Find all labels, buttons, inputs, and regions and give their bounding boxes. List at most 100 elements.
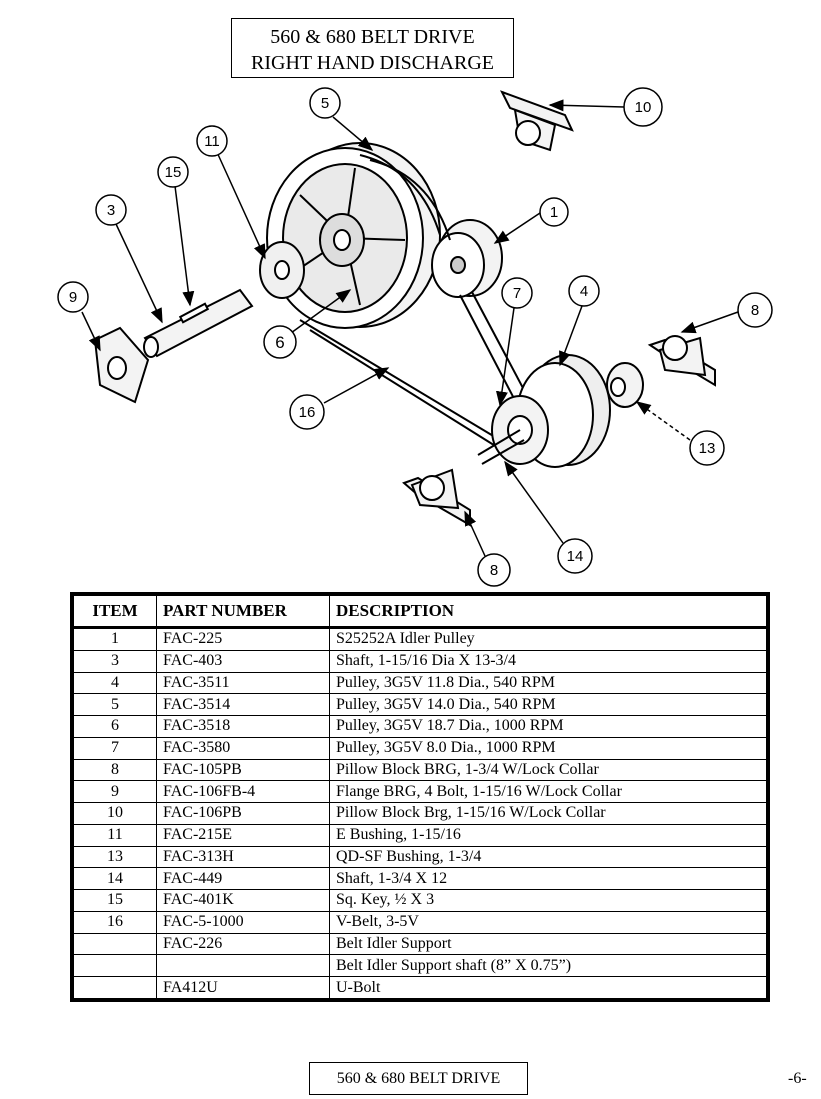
callout-3: 3: [95, 194, 127, 226]
cell-description: Flange BRG, 4 Bolt, 1-15/16 W/Lock Colla…: [329, 780, 767, 804]
cell-item: 11: [73, 823, 157, 847]
cell-item: [73, 976, 157, 999]
cell-item: [73, 954, 157, 978]
callout-label: 16: [299, 404, 316, 421]
flange-bearing-drawing: [93, 326, 150, 404]
cell-description: S25252A Idler Pulley: [329, 627, 767, 651]
cell-part-number: FAC-106PB: [156, 802, 330, 825]
cell-description: Shaft, 1-3/4 X 12: [329, 867, 767, 891]
cell-description: Pillow Block Brg, 1-15/16 W/Lock Collar: [329, 802, 767, 825]
cell-description: Pulley, 3G5V 18.7 Dia., 1000 RPM: [329, 715, 767, 738]
pillow-block-8b-drawing: [402, 468, 471, 527]
cell-description: QD-SF Bushing, 1-3/4: [329, 845, 767, 869]
cell-item: 7: [73, 736, 157, 760]
column-header-part-number: PART NUMBER: [156, 595, 330, 629]
cell-description: U-Bolt: [329, 976, 767, 999]
callout-4: 4: [568, 275, 600, 307]
cell-item: 6: [73, 715, 157, 738]
cell-description: Sq. Key, ½ X 3: [329, 889, 767, 912]
cell-item: 9: [73, 780, 157, 804]
cell-part-number: FAC-225: [156, 627, 330, 651]
cell-part-number: FAC-105PB: [156, 758, 330, 782]
callout-label: 1: [550, 204, 558, 221]
cell-item: 4: [73, 671, 157, 695]
cell-description: Pulley, 3G5V 14.0 Dia., 540 RPM: [329, 693, 767, 717]
callout-8a: 8: [737, 292, 773, 328]
column-header-description: DESCRIPTION: [329, 595, 767, 629]
callout-label: 6: [275, 333, 284, 352]
callout-label: 3: [107, 202, 115, 219]
v-belt-drawing: [299, 154, 533, 453]
cell-part-number: FAC-3514: [156, 693, 330, 717]
pillow-block-8a-drawing: [647, 335, 716, 387]
table-header-row: ITEM PART NUMBER DESCRIPTION: [73, 595, 767, 629]
cell-item: 10: [73, 802, 157, 825]
cell-item: 1: [73, 627, 157, 651]
idler-pulley-drawing: [431, 219, 503, 298]
callout-label: 14: [567, 548, 584, 565]
cell-part-number: FAC-3511: [156, 671, 330, 695]
callout-label: 15: [165, 164, 182, 181]
cell-description: V-Belt, 3-5V: [329, 910, 767, 934]
cell-part-number: FAC-449: [156, 867, 330, 891]
callout-label: 13: [699, 440, 716, 457]
callout-6: 6: [263, 325, 297, 359]
exploded-parts-diagram: 5 10 1 11 15 3 9 6 7 4 8 13 16 14 8: [57, 87, 773, 587]
shaft-drawing: [143, 288, 254, 358]
cell-item: 13: [73, 845, 157, 869]
callout-label: 4: [580, 283, 588, 300]
cell-part-number: FAC-3518: [156, 715, 330, 738]
large-pulley-drawing: [266, 142, 441, 329]
title-line-1: 560 & 680 BELT DRIVE: [270, 26, 475, 48]
callout-8b: 8: [477, 553, 511, 587]
callout-label: 8: [490, 562, 498, 579]
cell-description: Shaft, 1-15/16 Dia X 13-3/4: [329, 649, 767, 673]
cell-description: Belt Idler Support: [329, 932, 767, 956]
callout-label: 8: [751, 302, 759, 319]
callout-14: 14: [557, 538, 593, 574]
cell-part-number: FAC-215E: [156, 823, 330, 847]
callout-15: 15: [157, 156, 189, 188]
cell-item: 3: [73, 649, 157, 673]
callout-7: 7: [501, 277, 533, 309]
cell-item: 8: [73, 758, 157, 782]
cell-description: Pillow Block BRG, 1-3/4 W/Lock Collar: [329, 758, 767, 782]
cell-part-number: FA412U: [156, 976, 330, 999]
e-bushing-drawing: [259, 241, 305, 299]
callout-label: 9: [69, 289, 77, 306]
cell-item: 15: [73, 889, 157, 912]
cell-part-number: FAC-401K: [156, 889, 330, 912]
callout-5: 5: [309, 87, 341, 119]
callout-label: 11: [204, 133, 220, 150]
leader-lines: [81, 99, 739, 557]
callout-label: 5: [321, 95, 329, 112]
cell-part-number: FAC-106FB-4: [156, 780, 330, 804]
callout-13: 13: [689, 430, 725, 466]
callout-1: 1: [539, 197, 569, 227]
callout-9: 9: [57, 281, 89, 313]
qd-bushing-drawing: [606, 362, 644, 408]
callout-10: 10: [623, 87, 663, 127]
table-row: Belt Idler Support shaft (8” X 0.75”): [73, 954, 767, 978]
callout-label: 10: [635, 99, 652, 116]
pulley-4-7-drawing: [477, 354, 611, 468]
title-line-2: RIGHT HAND DISCHARGE: [251, 52, 494, 74]
callout-16: 16: [289, 394, 325, 430]
cell-description: E Bushing, 1-15/16: [329, 823, 767, 847]
page-number: -6-: [788, 1070, 807, 1087]
cell-description: Belt Idler Support shaft (8” X 0.75”): [329, 954, 767, 978]
